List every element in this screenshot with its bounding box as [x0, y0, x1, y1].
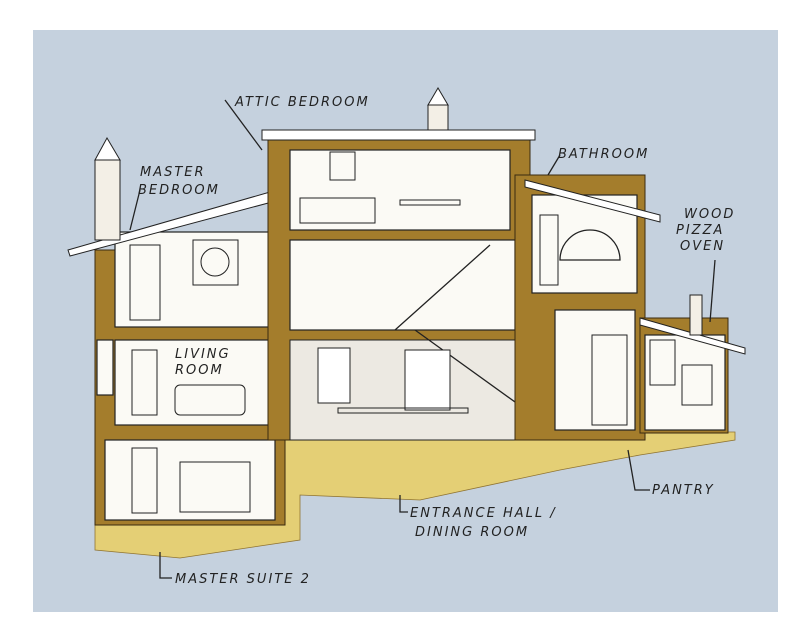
pantry: [554, 309, 636, 431]
living-room: [114, 339, 271, 426]
master-suite-2: [104, 439, 276, 521]
label-pantry: PANTRY: [652, 483, 715, 498]
wood-pizza-oven: [644, 334, 726, 431]
right-block: [514, 174, 746, 441]
label-living-room-1: LIVING: [175, 347, 231, 362]
attic-bedroom: [289, 149, 511, 231]
label-attic-bedroom: ATTIC BEDROOM: [234, 95, 370, 110]
leader-lines: [129, 99, 716, 579]
label-master-bedroom-1: MASTER: [140, 165, 206, 180]
label-pizza-oven-3: OVEN: [680, 239, 725, 254]
label-bathroom: BATHROOM: [558, 147, 649, 162]
label-living-room-2: ROOM: [175, 363, 224, 378]
label-master-suite-2: MASTER SUITE 2: [175, 572, 311, 587]
left-wing: [67, 136, 286, 526]
label-entrance-hall-1: ENTRANCE HALL /: [410, 506, 557, 521]
label-pizza-oven-1: WOOD: [684, 207, 735, 222]
label-pizza-oven-2: PIZZA: [676, 223, 724, 238]
label-entrance-hall-2: DINING ROOM: [415, 525, 529, 540]
label-master-bedroom-2: BEDROOM: [138, 183, 220, 198]
center-block: [261, 87, 541, 441]
